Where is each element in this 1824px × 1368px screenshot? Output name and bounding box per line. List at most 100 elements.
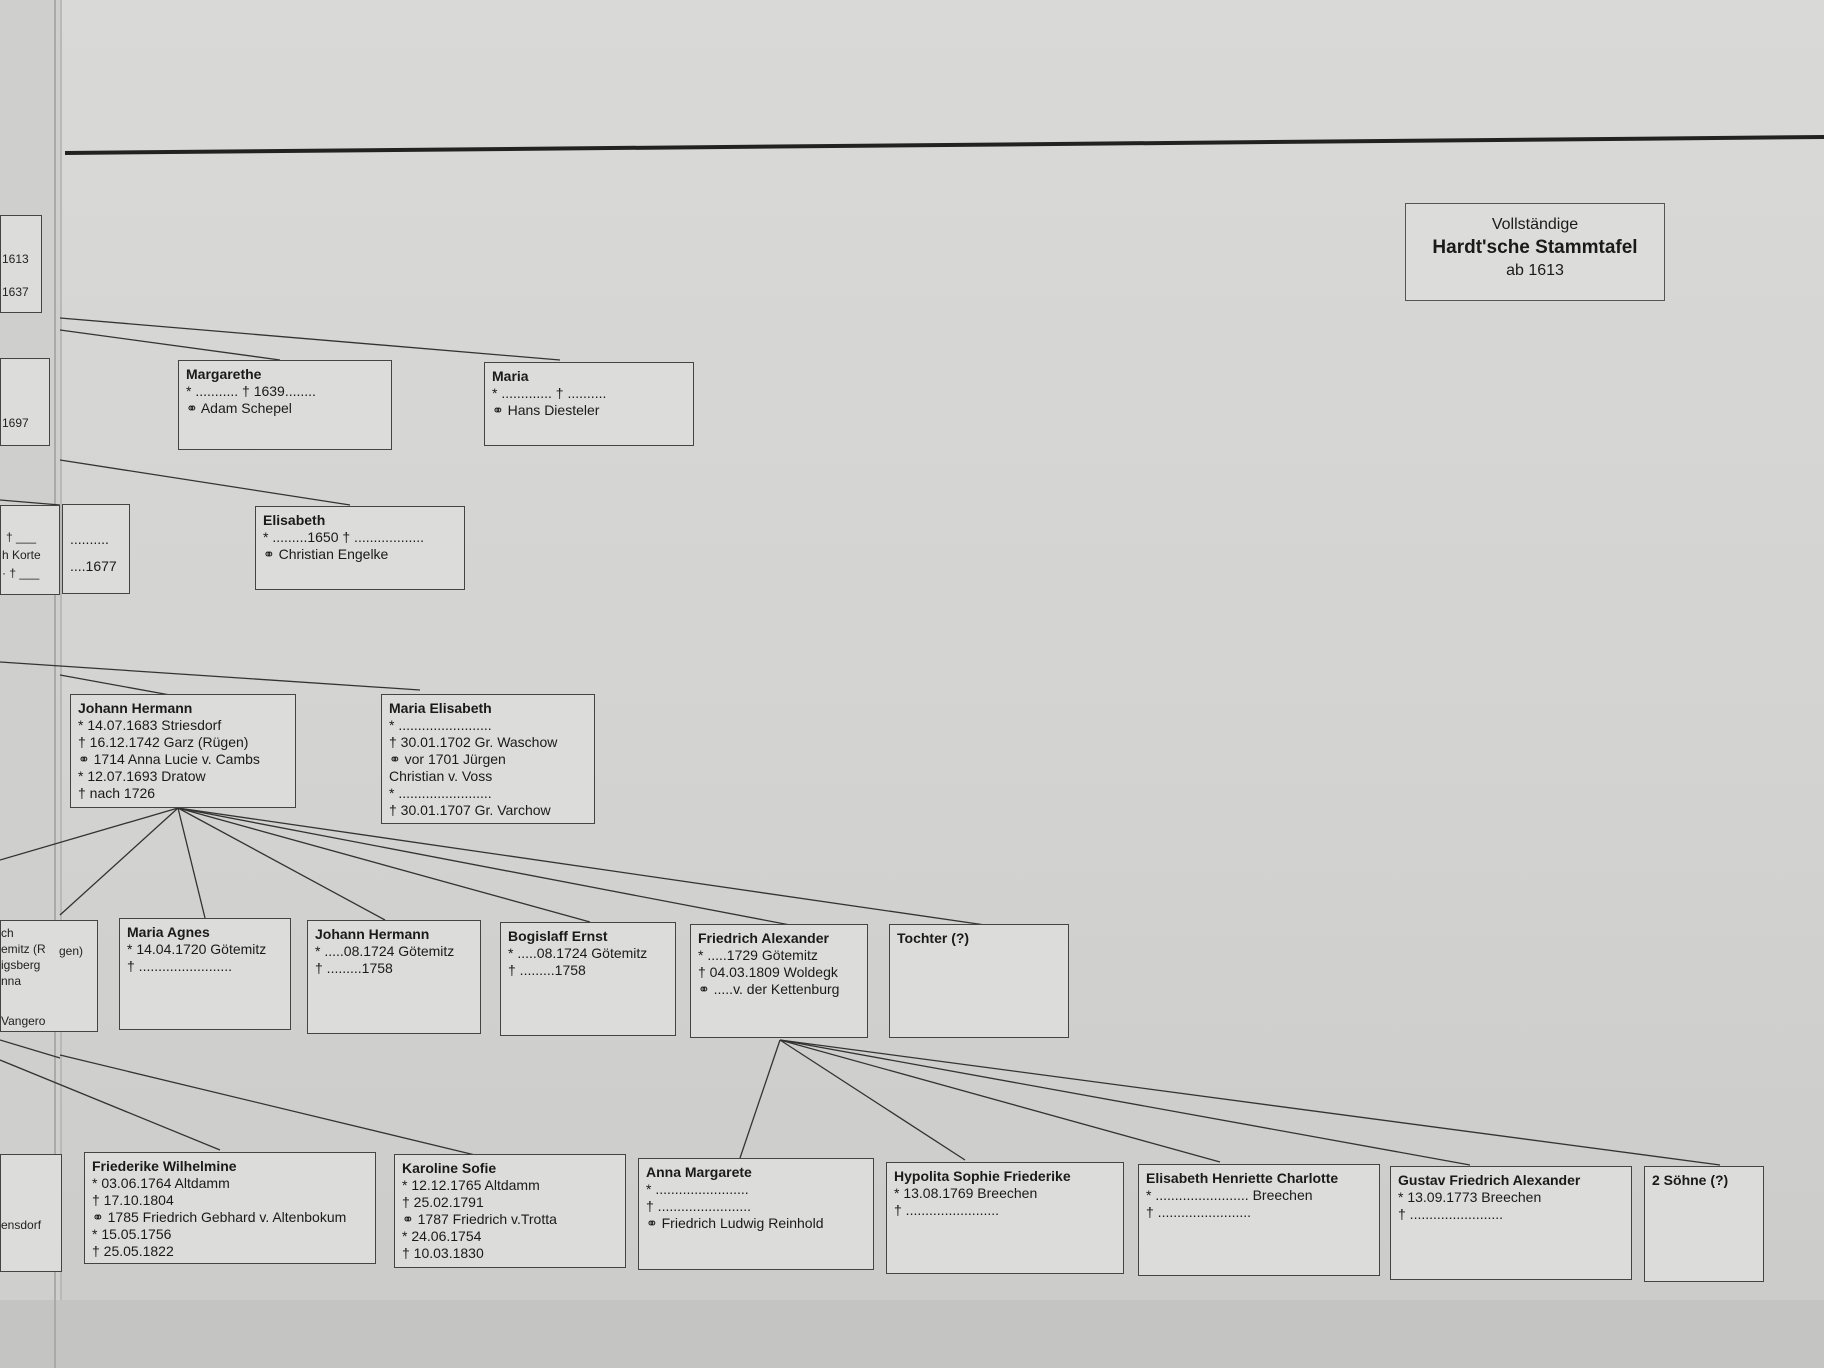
title-line-1: Vollständige [1491,216,1579,233]
fragment-box [0,505,60,595]
fragment-text: emitz (R [1,942,46,956]
person-box: 2 Söhne (?) [1644,1166,1764,1282]
fragment-text: Vangero [1,1014,46,1028]
person-detail: † 04.03.1809 Woldegk [698,964,838,980]
person-detail: † 30.01.1702 Gr. Waschow [389,734,558,750]
person-detail: † 17.10.1804 [92,1192,174,1208]
table-surface [0,1300,1824,1368]
person-detail: * 14.07.1683 Striesdorf [78,717,222,733]
person-detail: † ........................ [894,1202,1000,1218]
person-detail: * ............. † .......... [492,385,607,401]
fragment-text: ch [1,926,14,940]
person-detail: ⚭ 1714 Anna Lucie v. Cambs [78,751,260,767]
person-box: Elisabeth Henriette Charlotte * ........… [1138,1164,1380,1276]
person-detail: † .........1758 [508,962,586,978]
person-detail: * ........................ [389,785,492,801]
person-detail: * .........1650 † .................. [263,529,425,545]
fragment-box-top [0,215,42,313]
person-detail: † 30.01.1707 Gr. Varchow [389,802,551,818]
person-detail: † ........................ [127,958,233,974]
person-box: Tochter (?) [889,924,1069,1038]
person-box-fragment: ensdorf [0,1154,62,1272]
person-box: Johann Hermann * 14.07.1683 Striesdorf †… [70,694,296,808]
person-detail: * ........................ [646,1181,749,1197]
person-box: Friedrich Alexander * .....1729 Götemitz… [690,924,868,1038]
person-box: Margarethe * ........... † 1639........ … [178,360,392,450]
fragment-text: 1637 [2,285,29,299]
title-box: Vollständige Hardt'sche Stammtafel ab 16… [1405,203,1665,301]
person-detail: † ........................ [1398,1206,1504,1222]
person-detail: † .........1758 [315,960,393,976]
fragment-box [0,358,50,446]
person-detail: † ........................ [1146,1204,1252,1220]
person-box: Gustav Friedrich Alexander * 13.09.1773 … [1390,1166,1632,1280]
fragment-text: † ___ [6,530,37,544]
person-name: Bogislaff Ernst [508,928,608,944]
person-detail: * .....1729 Götemitz [698,947,818,963]
person-box: Friederike Wilhelmine * 03.06.1764 Altda… [84,1152,376,1264]
person-box: Karoline Sofie * 12.12.1765 Altdamm † 25… [394,1154,626,1268]
person-name: Maria Agnes [127,924,210,940]
person-name: Gustav Friedrich Alexander [1398,1172,1581,1188]
person-detail: ⚭ .....v. der Kettenburg [698,981,840,997]
person-detail: * ........... † 1639........ [186,383,316,399]
person-detail: † nach 1726 [78,785,156,801]
person-name: Friederike Wilhelmine [92,1158,237,1174]
person-detail: ⚭ Hans Diesteler [492,402,600,418]
fragment-line: ....1677 [70,558,117,574]
person-name: Karoline Sofie [402,1160,497,1176]
person-detail: * 12.12.1765 Altdamm [402,1177,540,1193]
person-detail: † 16.12.1742 Garz (Rügen) [78,734,249,750]
person-detail: * ........................ [389,717,492,733]
person-detail: * 12.07.1693 Dratow [78,768,206,784]
title-line-3: ab 1613 [1506,262,1564,279]
person-box: Maria Agnes * 14.04.1720 Götemitz † ....… [119,918,291,1030]
person-detail: * .....08.1724 Götemitz [315,943,455,959]
person-detail: * 03.06.1764 Altdamm [92,1175,230,1191]
person-box: Johann Hermann * .....08.1724 Götemitz †… [307,920,481,1034]
person-detail: ⚭ 1785 Friedrich Gebhard v. Altenbokum [92,1209,347,1225]
person-box: Maria * ............. † .......... ⚭ Han… [484,362,694,446]
person-detail: ⚭ Adam Schepel [186,400,292,416]
person-box: Anna Margarete * .......................… [638,1158,874,1270]
person-name: Anna Margarete [646,1164,752,1180]
person-box: Hypolita Sophie Friederike * 13.08.1769 … [886,1162,1124,1274]
person-box-fragment: ch emitz (R gen) igsberg nna Vangero [0,920,98,1032]
person-name: Margarethe [186,366,262,382]
person-name: Johann Hermann [315,926,430,942]
fragment-text: h Korte [2,548,41,562]
person-name: Elisabeth Henriette Charlotte [1146,1170,1339,1186]
person-detail: † ........................ [646,1198,752,1214]
person-detail: Christian v. Voss [389,768,493,784]
person-detail: ⚭ 1787 Friedrich v.Trotta [402,1211,557,1227]
person-box-fragment: .......... ....1677 [62,504,130,594]
person-detail: † 25.02.1791 [402,1194,484,1210]
fragment-text: · † ___ [2,566,40,580]
person-detail: * .....08.1724 Götemitz [508,945,648,961]
person-name: Friedrich Alexander [698,930,829,946]
person-name: Johann Hermann [78,700,193,716]
fragment-text: igsberg [1,958,41,972]
fragment-text: 1613 [2,252,29,266]
person-name: Maria [492,368,529,384]
person-detail: * 13.08.1769 Breechen [894,1185,1038,1201]
person-detail: * ........................ Breechen [1146,1187,1313,1203]
header-rule [64,135,1824,155]
fragment-line: .......... [70,531,109,547]
person-name: 2 Söhne (?) [1652,1172,1729,1188]
person-name: Elisabeth [263,512,326,528]
person-detail: * 24.06.1754 [402,1228,482,1244]
person-box: Bogislaff Ernst * .....08.1724 Götemitz … [500,922,676,1036]
person-detail: * 13.09.1773 Breechen [1398,1189,1542,1205]
person-name: Maria Elisabeth [389,700,492,716]
person-detail: * 15.05.1756 [92,1226,172,1242]
title-line-2: Hardt'sche Stammtafel [1432,237,1638,258]
fragment-text: ensdorf [1,1218,42,1232]
person-detail: ⚭ Friedrich Ludwig Reinhold [646,1215,824,1231]
person-name: Hypolita Sophie Friederike [894,1168,1071,1184]
person-detail: * 14.04.1720 Götemitz [127,941,267,957]
person-box: Elisabeth * .........1650 † ............… [255,506,465,590]
connector-lines [0,317,1721,1166]
person-detail: † 25.05.1822 [92,1243,174,1259]
